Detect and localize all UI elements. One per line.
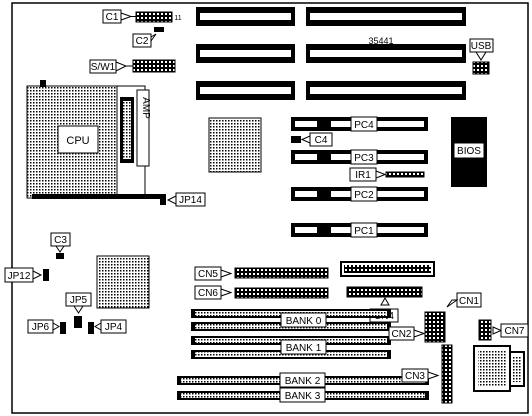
board-outline — [11, 2, 529, 414]
c4-connector — [291, 136, 301, 143]
c4-label: C4 — [315, 135, 328, 146]
jp5-label: JP5 — [70, 295, 88, 306]
cpu-label: CPU — [66, 135, 89, 147]
jp6-label: JP6 — [32, 322, 50, 333]
pc3-label-box — [350, 149, 378, 165]
cn3-connector — [441, 344, 453, 404]
chipset-1 — [208, 117, 262, 173]
bank3-label: BANK 3 — [285, 391, 321, 402]
c3-label: C3 — [54, 235, 67, 246]
jp12-jumper — [43, 269, 49, 281]
c2-label: C2 — [136, 36, 149, 47]
cpu-socket: CPU AMP — [26, 80, 160, 199]
chipset-2 — [96, 255, 150, 309]
cn7-label: CN7 — [504, 326, 524, 337]
cn5-label: CN5 — [198, 269, 218, 280]
cn6-label: CN6 — [198, 288, 218, 299]
pc4-label-box — [350, 116, 378, 132]
bank0-label-box — [280, 312, 327, 328]
jp12-label: JP12 — [8, 271, 31, 282]
bios-label: BIOS — [457, 146, 481, 157]
cn2-label: CN2 — [391, 329, 411, 340]
jp4-label-box — [100, 319, 127, 334]
c1-connector — [135, 11, 173, 23]
jp6-jumper — [60, 322, 66, 334]
amp-label: AMP — [140, 97, 151, 119]
ir1-label: IR1 — [355, 170, 371, 181]
cn5-connector — [234, 267, 329, 279]
pc4-label: PC4 — [354, 120, 374, 131]
ir1-header — [385, 171, 425, 178]
c1-label: C1 — [106, 12, 119, 23]
isa-slots — [196, 7, 466, 100]
cn3-label: CN3 — [405, 371, 425, 382]
jp14-label: JP14 — [179, 195, 202, 206]
cn7-connector — [478, 319, 492, 341]
bank2-label-box — [279, 372, 326, 388]
usb-label: USB — [471, 41, 492, 52]
jp4-label: JP4 — [105, 322, 123, 333]
pc1-label-box — [350, 222, 378, 238]
bank1-label: BANK 1 — [286, 343, 322, 354]
board-number: 35441 — [368, 36, 393, 46]
sw1-switch — [132, 59, 176, 73]
bank0-label: BANK 0 — [286, 316, 322, 327]
cn6-connector — [234, 287, 329, 299]
jp5-jumper — [74, 316, 82, 328]
cn1-label: CN1 — [459, 296, 479, 307]
pc1-label: PC1 — [354, 226, 374, 237]
c4-label-box — [309, 132, 333, 147]
cn1-connector — [424, 311, 446, 343]
jp14-jumper — [160, 194, 166, 205]
bank2-label: BANK 2 — [285, 376, 321, 387]
pc2-label: PC2 — [354, 190, 374, 201]
jp14-label-box — [175, 192, 206, 207]
jp4-jumper — [88, 322, 94, 334]
cn7-label-box — [500, 323, 529, 338]
cn4-connector — [346, 286, 423, 298]
pc2-label-box — [350, 186, 378, 202]
sw1-label: S/W1 — [91, 62, 116, 73]
usb-header — [472, 61, 490, 75]
c2-connector — [154, 27, 164, 32]
pc3-label: PC3 — [354, 153, 374, 164]
pin-11-label: 11 — [174, 15, 181, 22]
bank1-label-box — [280, 339, 327, 355]
bank3-label-box — [279, 387, 326, 403]
c3-connector — [56, 253, 64, 259]
rear-port-connector — [473, 345, 525, 392]
